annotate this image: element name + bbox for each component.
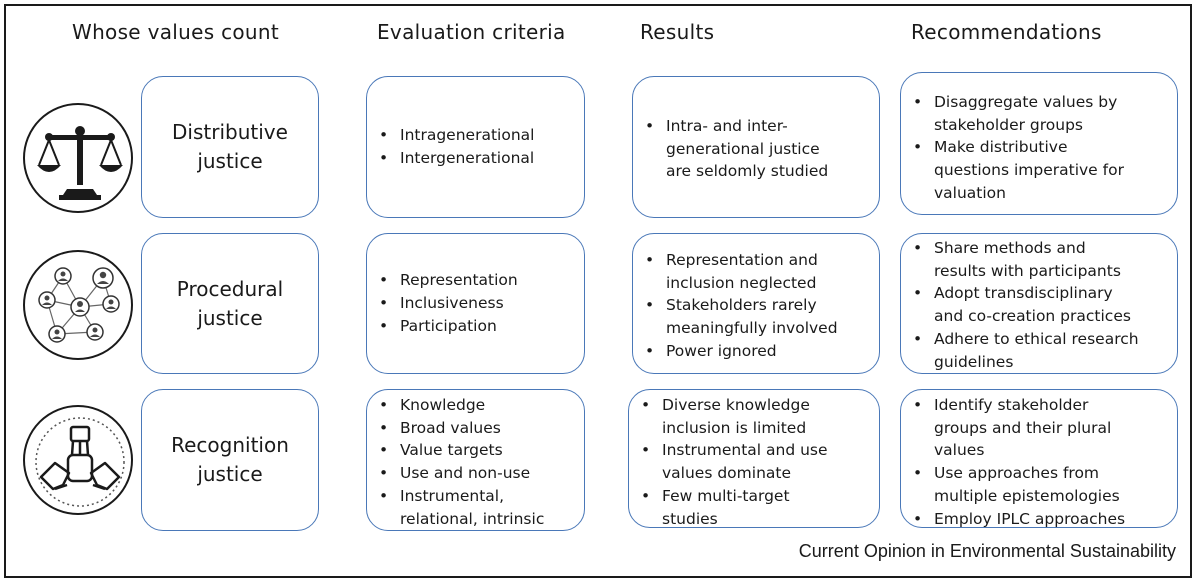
bullet-item: Knowledge: [367, 394, 584, 417]
scales-icon: [23, 103, 133, 213]
bullet-item: Power ignored: [633, 340, 879, 363]
label-procedural-justice: Procedural justice: [141, 233, 319, 374]
label-line: Procedural: [176, 276, 284, 301]
bullet-item: Intergenerational: [367, 147, 534, 170]
criteria-distributive: IntragenerationalIntergenerational: [366, 76, 585, 218]
header-results: Results: [640, 20, 715, 44]
criteria-list: IntragenerationalIntergenerational: [367, 124, 534, 169]
figure-frame: [4, 4, 1192, 578]
header-whose-values: Whose values count: [72, 20, 280, 44]
joined-hands-icon: [23, 405, 133, 515]
header-evaluation-criteria: Evaluation criteria: [377, 20, 566, 44]
criteria-list: KnowledgeBroad valuesValue targetsUse an…: [367, 394, 584, 530]
results-distributive: Intra- and inter-generational justiceare…: [632, 76, 880, 218]
label-distributive-justice: Distributive justice: [141, 76, 319, 218]
bullet-item: Participation: [367, 315, 518, 338]
bullet-item: Intra- and inter-generational justiceare…: [633, 115, 879, 183]
criteria-list: RepresentationInclusivenessParticipation: [367, 269, 518, 337]
people-network-icon: [23, 250, 133, 360]
criteria-procedural: RepresentationInclusivenessParticipation: [366, 233, 585, 374]
label-line: justice: [197, 462, 263, 486]
label-line: justice: [197, 305, 263, 330]
label-line: justice: [197, 149, 263, 173]
bullet-item: Employ IPLC approaches: [901, 508, 1177, 531]
bullet-item: Use and non-use: [367, 462, 584, 485]
header-recommendations: Recommendations: [911, 20, 1102, 44]
bullet-item: Instrumental,relational, intrinsic: [367, 485, 584, 530]
criteria-recognition: KnowledgeBroad valuesValue targetsUse an…: [366, 389, 585, 531]
bullet-item: Representation: [367, 269, 518, 292]
bullet-item: Value targets: [367, 439, 584, 462]
bullet-item: Intragenerational: [367, 124, 534, 147]
label-line: Distributive: [172, 120, 288, 144]
source-credit: Current Opinion in Environmental Sustain…: [798, 541, 1176, 561]
label-line: Recognition: [171, 433, 289, 457]
results-list: Intra- and inter-generational justiceare…: [633, 115, 879, 183]
bullet-item: Broad values: [367, 417, 584, 440]
label-recognition-justice: Recognition justice: [141, 389, 319, 531]
bullet-item: Inclusiveness: [367, 292, 518, 315]
